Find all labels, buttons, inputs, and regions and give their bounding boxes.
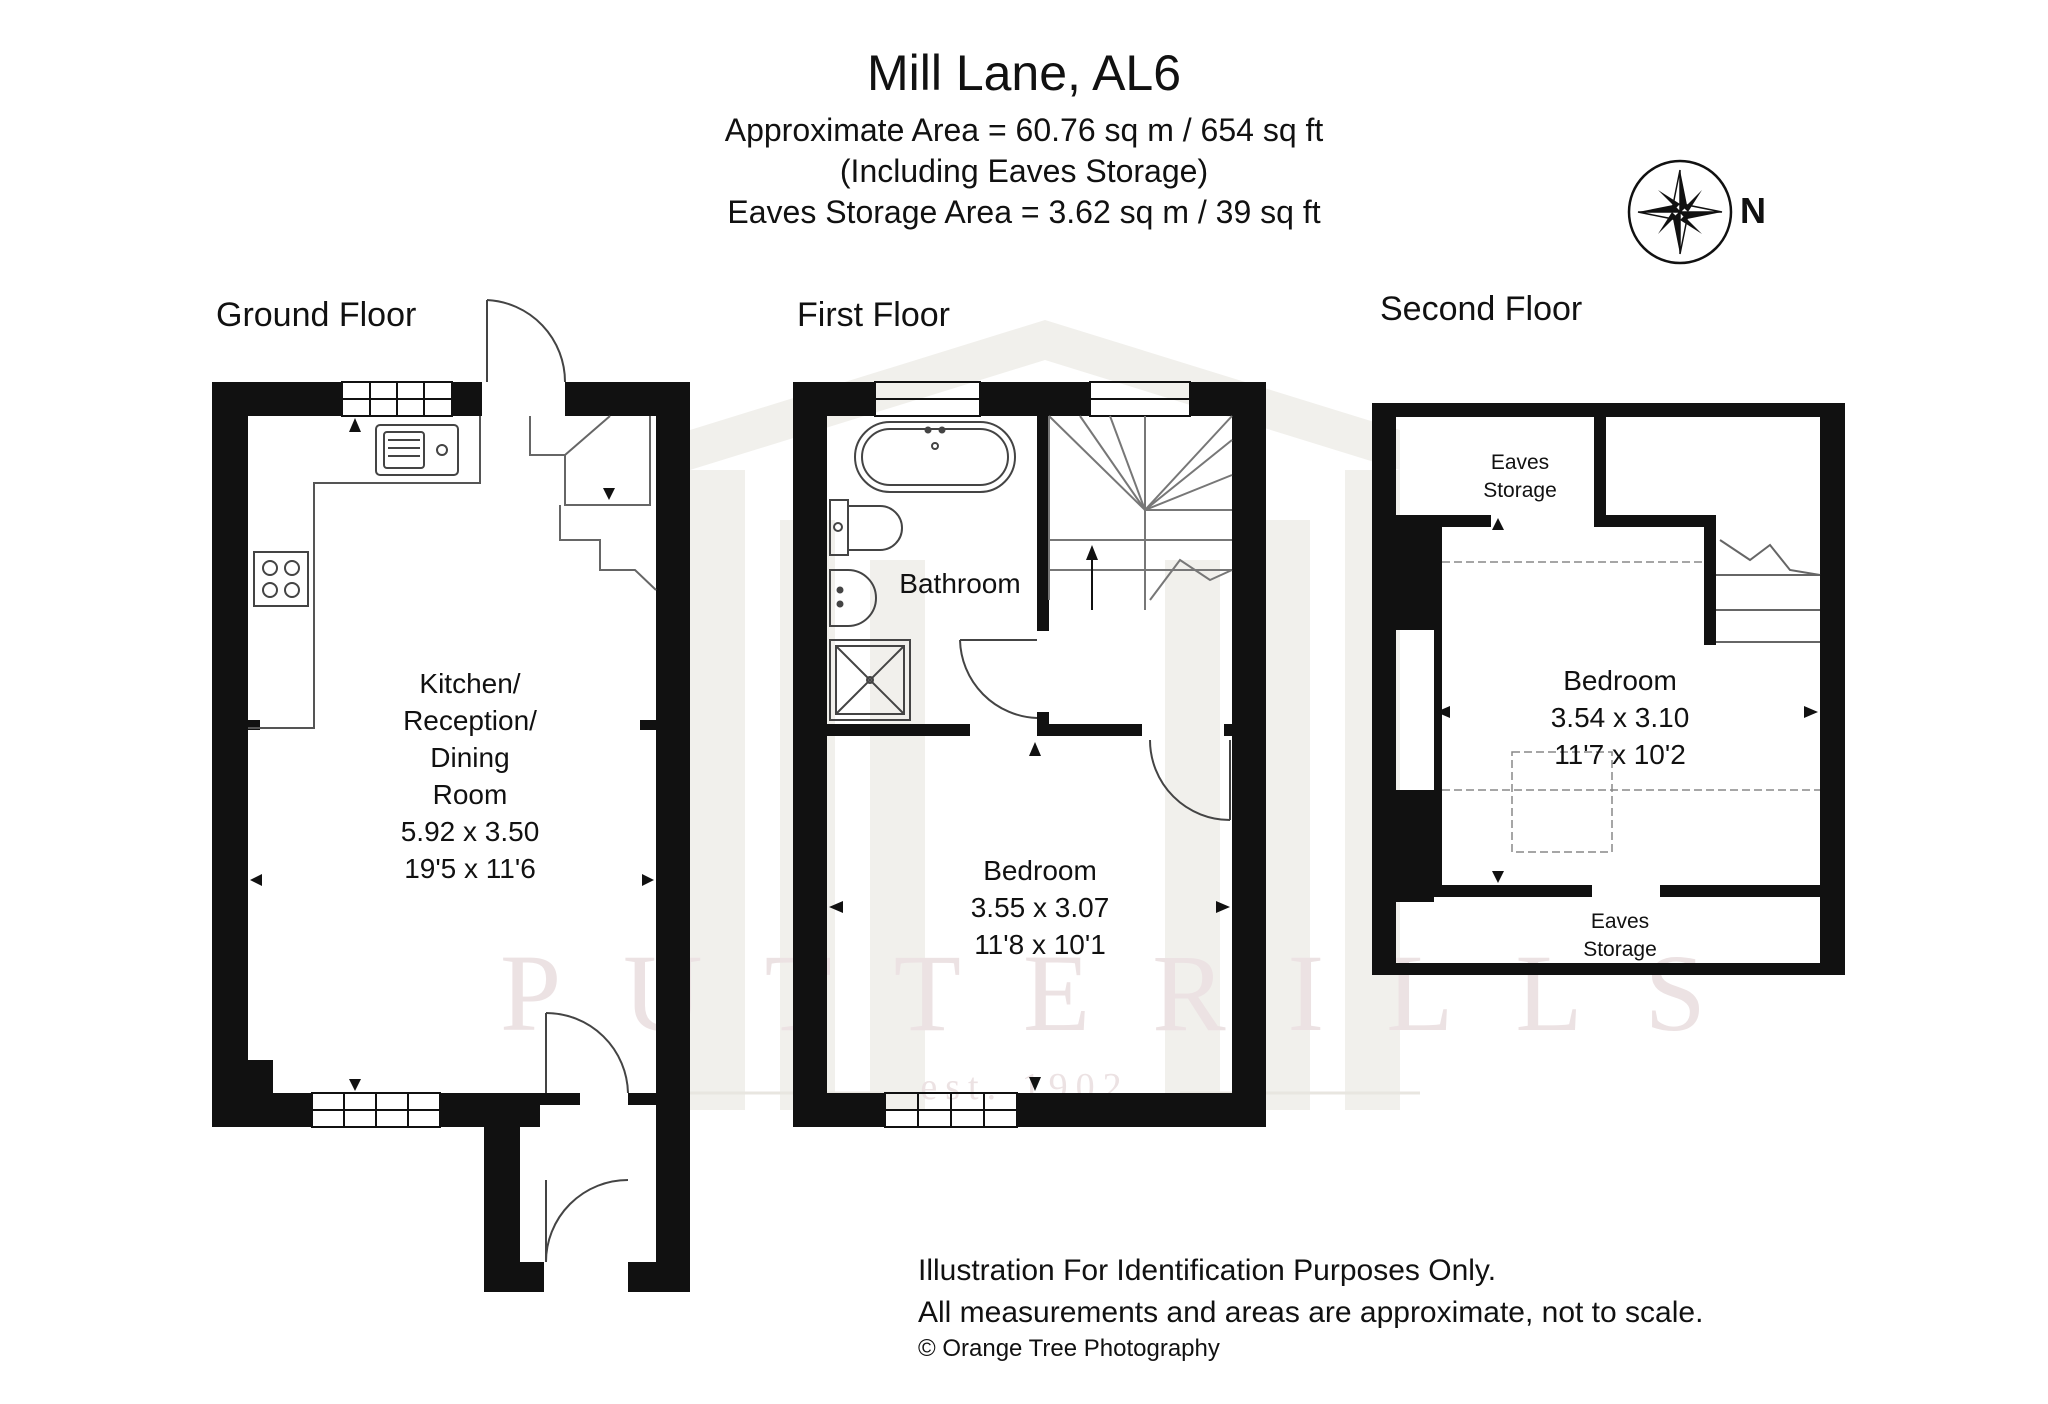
first-floor-plan bbox=[793, 381, 1266, 1128]
copyright: © Orange Tree Photography bbox=[918, 1335, 1220, 1362]
approximate-area: Approximate Area = 60.76 sq m / 654 sq f… bbox=[724, 112, 1324, 148]
compass-north-label: N bbox=[1740, 190, 1766, 231]
basin-icon bbox=[829, 569, 877, 627]
room-bathroom: Bathroom bbox=[899, 568, 1021, 599]
room-first-floor-bedroom: Bedroom 3.55 x 3.07 11'8 x 10'1 bbox=[970, 855, 1110, 960]
hob-icon bbox=[253, 551, 309, 607]
ground-floor-label: Ground Floor bbox=[216, 296, 417, 334]
watermark-brand: PUTTERILLS bbox=[500, 932, 1768, 1054]
first-floor-label: First Floor bbox=[797, 296, 950, 334]
second-floor-label: Second Floor bbox=[1380, 290, 1583, 328]
disclaimer: Illustration For Identification Purposes… bbox=[918, 1250, 1703, 1364]
compass-rose-icon bbox=[1627, 159, 1733, 265]
toilet-icon bbox=[829, 499, 903, 556]
area-note: (Including Eaves Storage) bbox=[839, 153, 1209, 189]
eaves-storage-area: Eaves Storage Area = 3.62 sq m / 39 sq f… bbox=[727, 194, 1321, 230]
room-eaves-storage-top: Eaves Storage bbox=[1483, 451, 1557, 502]
bathtub-icon bbox=[854, 421, 1016, 493]
room-kitchen-reception-dining: Kitchen/ Reception/ Dining Room 5.92 x 3… bbox=[400, 668, 540, 884]
ground-floor-plan bbox=[212, 299, 690, 1292]
second-floor-plan bbox=[1372, 403, 1845, 975]
page-title: Mill Lane, AL6 bbox=[866, 45, 1182, 101]
disclaimer-line-1: Illustration For Identification Purposes… bbox=[918, 1254, 1497, 1287]
room-second-floor-bedroom: Bedroom 3.54 x 3.10 11'7 x 10'2 bbox=[1550, 665, 1690, 770]
shower-tray-icon bbox=[829, 639, 911, 721]
disclaimer-line-2: All measurements and areas are approxima… bbox=[918, 1296, 1704, 1329]
sink-icon bbox=[375, 424, 459, 476]
room-eaves-storage-bottom: Eaves Storage bbox=[1583, 910, 1657, 961]
